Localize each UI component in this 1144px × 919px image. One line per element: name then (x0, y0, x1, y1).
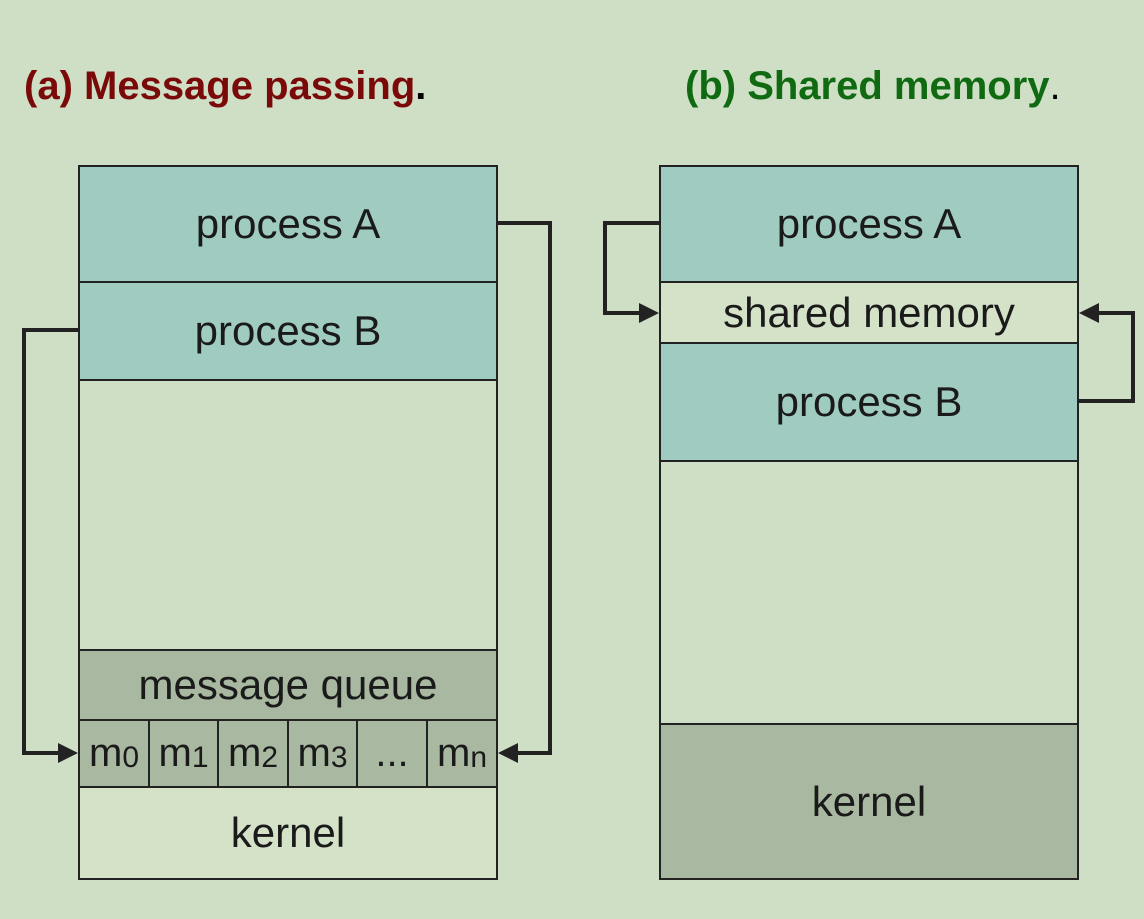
shared-memory-label: shared memory (723, 288, 1015, 336)
title-a-text: (a) Message passing (24, 64, 416, 108)
queue-cell-mn-sub: n (470, 740, 487, 774)
a-free-space (78, 379, 498, 651)
queue-cell-m2-base: m (227, 731, 262, 775)
queue-cell-m1-sub: 1 (191, 740, 209, 774)
title-b-text: (b) Shared memory (685, 64, 1050, 108)
message-queue-label: message queue (138, 661, 438, 708)
title-a-period: . (415, 64, 427, 108)
b-kernel-block: kernel (659, 723, 1079, 880)
a-process-a-block: process A (78, 165, 498, 283)
b-process-a-label: process A (776, 200, 962, 247)
queue-cell-m2-sub: 2 (261, 740, 278, 774)
title-shared-memory: (b) Shared memory. (685, 62, 1061, 110)
b-process-b-block: process B (659, 342, 1079, 462)
queue-cell-mn-base: m (436, 731, 471, 775)
title-b-period: . (1049, 64, 1061, 108)
b-process-a-block: process A (659, 165, 1079, 283)
arrowhead-mn (498, 743, 518, 763)
arrow-b-process-b-to-shared (1079, 311, 1135, 403)
message-queue-block: message queue (78, 649, 498, 721)
a-process-b-label: process B (194, 307, 382, 354)
title-message-passing: (a) Message passing. (24, 62, 426, 110)
queue-cell-m3-base: m (297, 731, 331, 775)
queue-cell-m0-base: m (88, 731, 123, 775)
arrowhead-shared-left (639, 303, 659, 323)
arrow-process-a-to-mn (498, 221, 552, 755)
queue-cell-ellipsis-base: ... (375, 731, 409, 775)
queue-cell-m0-sub: 0 (122, 740, 139, 774)
a-process-b-block: process B (78, 281, 498, 381)
arrowhead-m0 (58, 743, 78, 763)
queue-cell-ellipsis: ... (356, 719, 428, 788)
shared-memory-block: shared memory (659, 281, 1079, 344)
arrow-process-b-to-m0 (22, 328, 78, 755)
a-kernel-block: kernel (78, 786, 498, 880)
queue-cell-m1-base: m (158, 731, 192, 775)
b-process-b-label: process B (775, 378, 963, 425)
arrow-b-process-a-to-shared (603, 221, 659, 315)
a-kernel-label: kernel (230, 809, 346, 856)
b-free-space (659, 460, 1079, 725)
b-kernel-label: kernel (811, 777, 927, 825)
arrowhead-shared-right (1079, 303, 1099, 323)
queue-cell-m3-sub: 3 (330, 740, 348, 774)
a-process-a-label: process A (195, 200, 381, 247)
